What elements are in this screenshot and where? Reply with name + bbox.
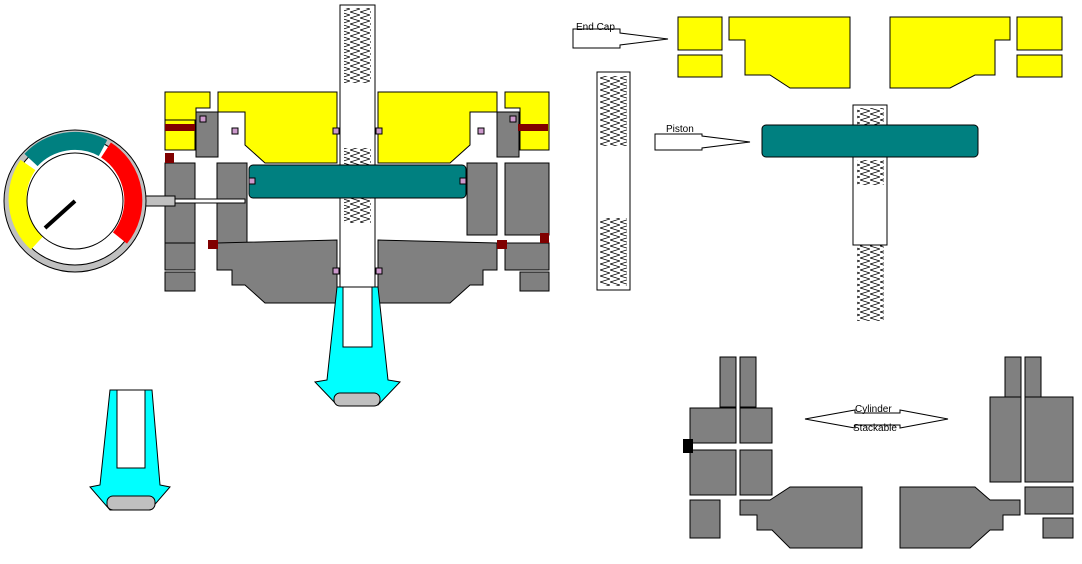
main-end-cap xyxy=(164,91,550,164)
exploded-cylinder xyxy=(689,356,1074,549)
cylinder-double-arrow xyxy=(804,409,949,429)
seals xyxy=(199,115,517,275)
pressure-gauge xyxy=(3,129,246,273)
cylinder-label: Cylinder xyxy=(855,404,892,415)
main-tip xyxy=(313,286,402,407)
main-piston xyxy=(248,164,467,199)
stackable-label: Stackable xyxy=(853,423,897,434)
exploded-end-cap xyxy=(677,16,1063,89)
fitting xyxy=(683,439,693,453)
end-cap-arrow xyxy=(572,28,669,49)
main-cylinder xyxy=(164,111,550,304)
piston-arrow xyxy=(654,133,751,151)
loose-tip xyxy=(89,389,171,511)
bolts xyxy=(165,124,549,249)
end-cap-label: End Cap xyxy=(576,22,615,33)
exploded-piston xyxy=(761,104,979,321)
exploded-rod-upper xyxy=(596,71,631,291)
main-rod xyxy=(339,4,376,301)
gauge-needle xyxy=(43,199,77,230)
piston-label: Piston xyxy=(666,124,694,135)
